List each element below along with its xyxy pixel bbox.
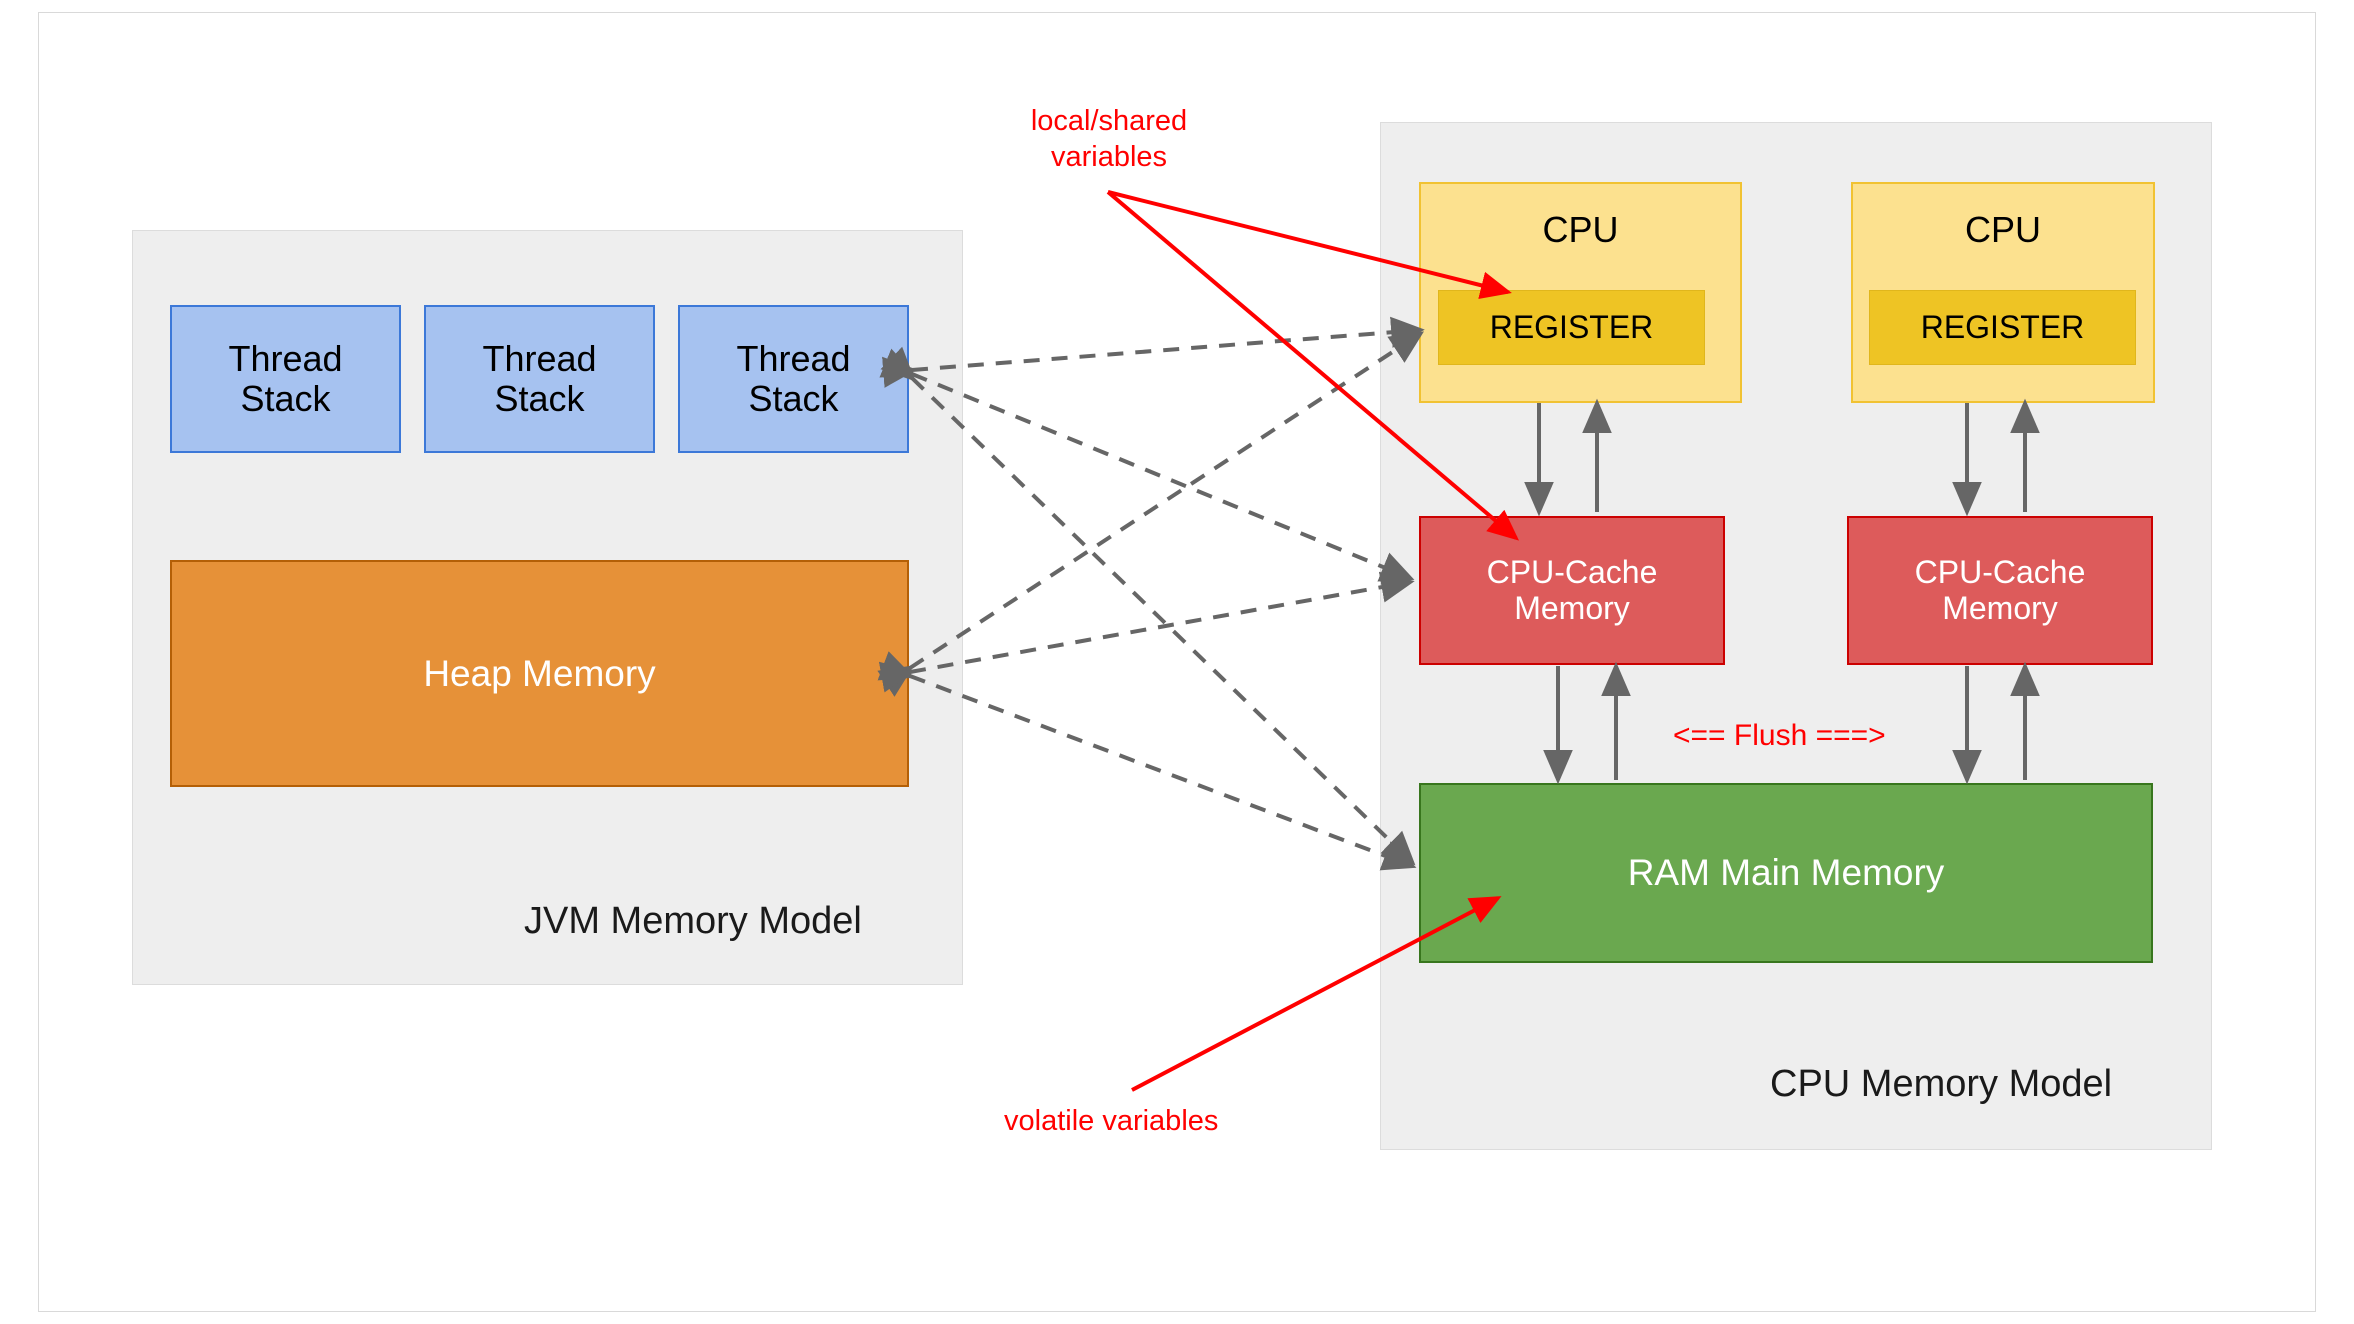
- heap-memory-label: Heap Memory: [423, 652, 656, 694]
- register-box-2: REGISTER: [1869, 290, 2136, 365]
- heap-memory-box: Heap Memory: [170, 560, 909, 787]
- register-label-1: REGISTER: [1489, 308, 1654, 345]
- register-box-1: REGISTER: [1438, 290, 1705, 365]
- register-label-2: REGISTER: [1920, 308, 2085, 345]
- cpu-label-2: CPU: [1964, 209, 2041, 250]
- ram-main-memory-box: RAM Main Memory: [1419, 783, 2153, 963]
- cpu-label-1: CPU: [1542, 209, 1619, 250]
- ram-main-memory-label: RAM Main Memory: [1627, 852, 1945, 894]
- volatile-variables-annotation: volatile variables: [1004, 1105, 1219, 1137]
- flush-label: <== Flush ===>: [1673, 719, 1886, 752]
- cpu-panel-title: CPU Memory Model: [1770, 1063, 2113, 1105]
- jvm-panel-title: JVM Memory Model: [524, 900, 862, 942]
